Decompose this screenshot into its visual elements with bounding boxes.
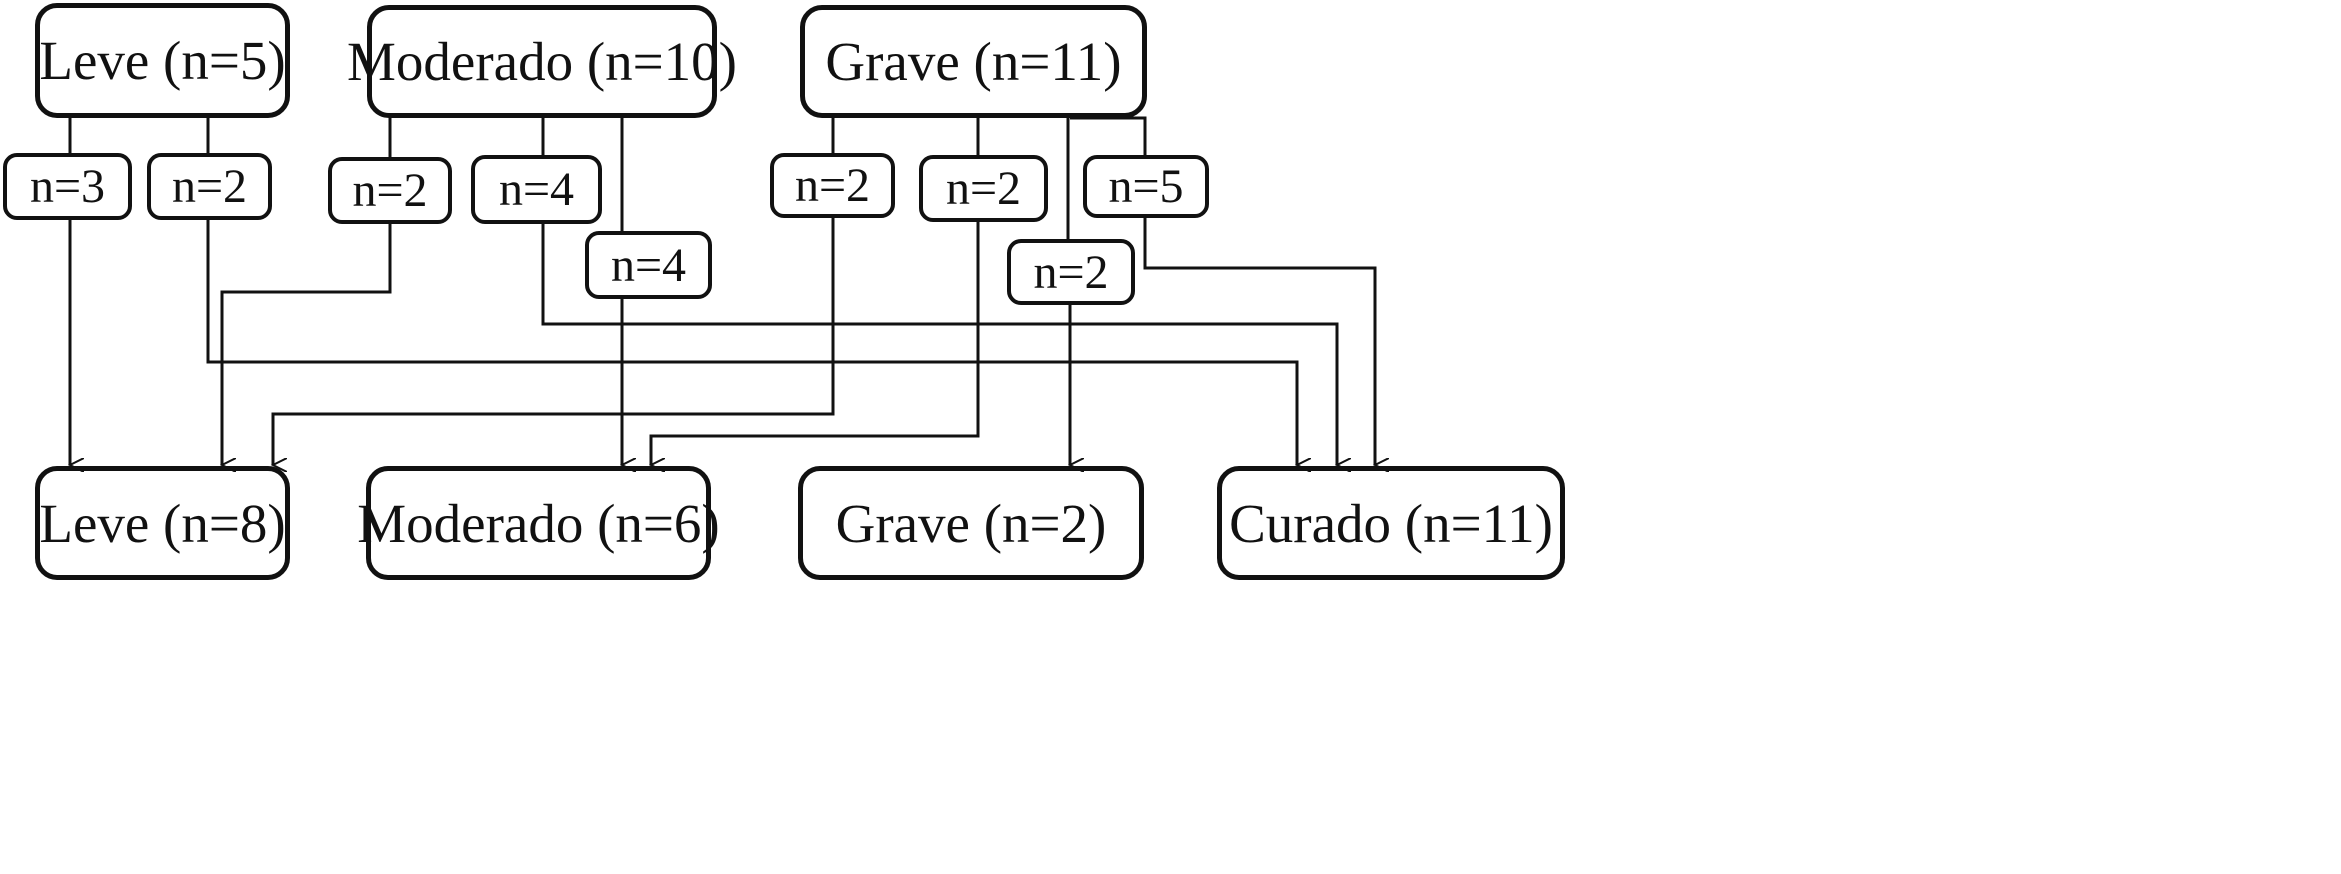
initial-state-leve: Leve (n=5): [35, 3, 290, 118]
initial-state-moderado: Moderado (n=10): [347, 5, 737, 118]
transition-label-moderado-leve: n=2: [328, 157, 452, 224]
final-state-grave: Grave (n=2): [798, 466, 1144, 580]
transition-label-grave-grave: n=2: [1007, 239, 1135, 305]
transition-label-moderado-curado: n=4: [471, 155, 602, 224]
arrow-moderado-to-leve: [222, 224, 392, 465]
transition-label-moderado-moderado: n=4: [585, 231, 712, 299]
arrow-grave-to-moderado: [651, 222, 980, 465]
final-state-moderado: Moderado (n=6): [357, 466, 720, 580]
final-state-curado: Curado (n=11): [1217, 466, 1565, 580]
final-state-leve: Leve (n=8): [35, 466, 290, 580]
arrow-moderado-to-curado: [541, 224, 1337, 465]
transition-label-grave-leve: n=2: [770, 153, 895, 218]
transition-label-leve-curado: n=2: [147, 153, 272, 220]
connector-grave-to-curado: [1070, 116, 1147, 155]
transition-label-grave-moderado: n=2: [919, 155, 1048, 222]
transition-label-leve-leve: n=3: [3, 153, 132, 220]
initial-state-grave: Grave (n=11): [800, 5, 1147, 118]
arrow-grave-to-leve: [273, 218, 835, 465]
arrow-grave-to-curado: [1143, 218, 1375, 465]
arrow-leve-to-curado: [206, 220, 1297, 465]
transition-label-grave-curado: n=5: [1083, 155, 1209, 218]
